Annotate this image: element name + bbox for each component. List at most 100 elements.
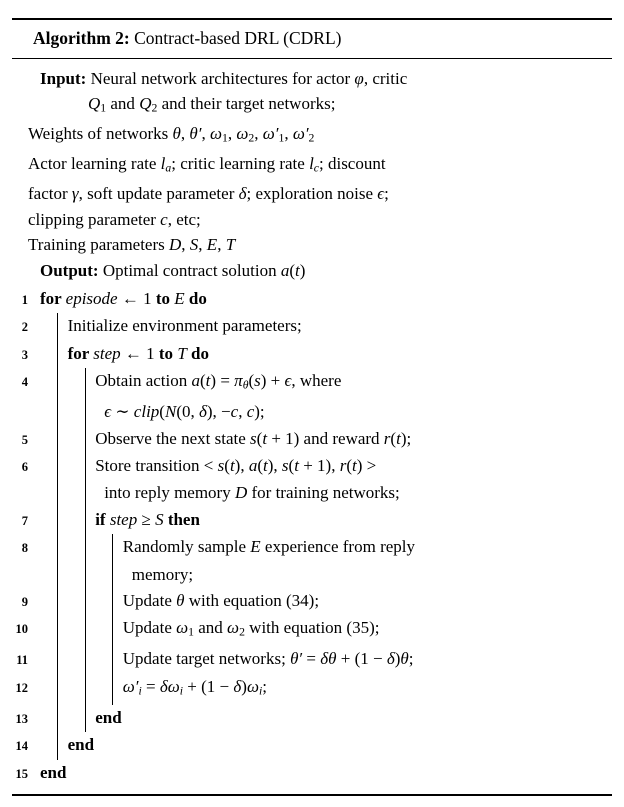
block-indent-rule [57,704,68,733]
text-segment: 1 [221,131,228,145]
text-segment: Output: [40,260,103,280]
text-segment: step [109,509,138,529]
line-number: 10 [15,622,29,637]
text-segment: , [201,124,210,144]
block-indent-rule [57,425,68,453]
text-segment: t [262,428,268,448]
text-segment: then [167,509,200,529]
text-segment: , critic [363,69,408,88]
block-indent-rule [112,588,123,616]
text-segment: s [281,456,289,475]
text-segment: ω′ [262,124,279,144]
line-text: end [40,760,612,786]
line-number: 2 [21,320,28,335]
line-number: 7 [21,513,28,528]
text-segment: = [302,649,321,669]
text-segment: c [160,209,168,229]
line-number: 12 [15,680,29,695]
text-segment: t [396,428,401,448]
text-segment: do [191,343,209,363]
line-text: Observe the next state s(t + 1) and rewa… [95,426,612,452]
preamble-line: factor γ, soft update parameter δ; explo… [28,181,608,206]
line-number: 4 [21,375,28,390]
text-segment: 2 [248,131,255,145]
algorithm-label: Algorithm 2: [33,28,130,48]
block-indent-rule [57,732,68,760]
line-text: for episode ← 1 to E do [40,286,612,312]
text-segment: ω [176,618,189,638]
preamble-line: Weights of networks θ, θ′, ω1, ω2, ω′1, … [28,121,608,151]
line-number: 9 [21,595,28,610]
text-segment: ω [209,124,222,144]
algorithm-preamble: Input: Neural network architectures for … [12,59,612,286]
text-segment: D [234,483,248,503]
algo-line-8-cont: memory; [12,561,612,589]
text-segment: experience from reply [260,537,415,557]
text-segment: t [295,260,300,280]
text-segment: r [383,428,391,448]
text-segment: ( [159,402,165,422]
text-segment: E [174,288,185,308]
text-segment: do [188,288,207,308]
line-text: into reply memory D for training network… [95,480,612,506]
text-segment: δω [159,676,180,696]
line-text: memory; [123,562,612,588]
text-segment: ← 1 [117,288,156,308]
text-segment: ( [248,371,255,391]
algo-line-4-cont: ϵ ∼ clip(N(0, δ), −c, c); [12,399,612,426]
text-segment: ( [256,428,263,448]
text-segment: E [206,235,218,255]
block-indent-rule [112,673,123,705]
line-text: Store transition < s(t), a(t), s(t + 1),… [95,453,612,479]
text-segment: ω′ [292,124,309,144]
text-segment: θ′ [189,124,202,144]
block-indent-rule [84,561,96,589]
block-indent-rule [57,453,68,481]
text-segment: , [180,124,190,144]
text-segment: ϵ [284,371,292,391]
algorithm-name: Contract-based DRL (CDRL) [129,28,342,48]
line-number: 13 [15,711,29,726]
text-segment: t [205,371,211,391]
block-indent-rule [84,673,96,705]
block-indent-rule [84,615,96,647]
text-segment: Store transition [95,456,204,475]
text-segment: S [189,235,199,255]
text-segment: for training networks; [247,483,400,503]
preamble-line: Input: Neural network architectures for … [28,66,608,91]
text-segment: Initialize environment parameters; [67,316,302,336]
text-segment: ; [408,649,414,669]
text-segment: ≥ [137,509,156,529]
text-segment: c [246,402,255,422]
text-segment: step [93,343,121,363]
block-indent-rule [84,480,96,507]
text-segment: ( [257,456,264,475]
text-segment: Update [122,591,177,611]
text-segment: ( [346,456,352,475]
text-segment: t [352,456,357,475]
text-segment: S [155,509,164,529]
text-segment: i [258,684,263,698]
line-text: end [68,732,612,758]
text-segment: a [165,161,172,175]
text-segment: 2 [151,101,158,115]
line-number: 11 [16,653,28,668]
text-segment: c [230,402,239,422]
text-segment: and [194,618,228,638]
algorithm-box: Algorithm 2: Contract-based DRL (CDRL) I… [12,18,612,797]
text-segment: ϵ [104,402,112,422]
block-indent-rule [57,646,68,674]
text-segment: a [280,260,290,280]
text-segment: T [225,235,236,255]
text-segment: + 1) and reward [267,428,384,448]
text-segment: ϵ [377,184,385,204]
text-segment: ω [246,676,259,696]
text-segment: ∼ [111,402,134,422]
algorithm-title: Algorithm 2: Contract-based DRL (CDRL) [12,20,612,59]
